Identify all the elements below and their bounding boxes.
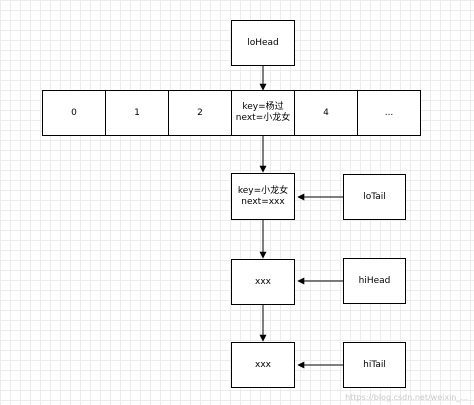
list-node-label: key=小龙女 next=xxx bbox=[237, 185, 289, 207]
list-node-label: xxx bbox=[255, 359, 271, 370]
hihead-box: hiHead bbox=[343, 258, 406, 304]
bucket-label: key=杨过 next=小龙女 bbox=[235, 102, 291, 123]
bucket-label: 0 bbox=[71, 107, 77, 118]
bucket-label: 1 bbox=[134, 107, 140, 118]
bucket-ellipsis: ... bbox=[357, 90, 421, 136]
list-node-2: xxx bbox=[231, 259, 295, 305]
hitail-box: hiTail bbox=[343, 342, 406, 388]
list-node-1: key=小龙女 next=xxx bbox=[231, 173, 295, 220]
bucket-0: 0 bbox=[42, 90, 106, 136]
list-node-3: xxx bbox=[231, 342, 295, 388]
lohead-box: loHead bbox=[231, 20, 295, 66]
watermark: https://blog.csdn.net/weixin_... bbox=[345, 393, 468, 402]
bucket-1: 1 bbox=[105, 90, 169, 136]
bucket-label: ... bbox=[384, 107, 394, 118]
hitail-label: hiTail bbox=[363, 359, 386, 370]
bucket-4: 4 bbox=[294, 90, 358, 136]
lohead-label: loHead bbox=[247, 37, 279, 48]
bucket-3: key=杨过 next=小龙女 bbox=[231, 90, 295, 136]
bucket-label: 4 bbox=[323, 107, 329, 118]
list-node-label: xxx bbox=[255, 276, 271, 287]
bucket-2: 2 bbox=[168, 90, 232, 136]
lotail-box: loTail bbox=[343, 174, 406, 220]
bucket-label: 2 bbox=[197, 107, 203, 118]
hihead-label: hiHead bbox=[358, 275, 391, 286]
lotail-label: loTail bbox=[363, 191, 386, 202]
